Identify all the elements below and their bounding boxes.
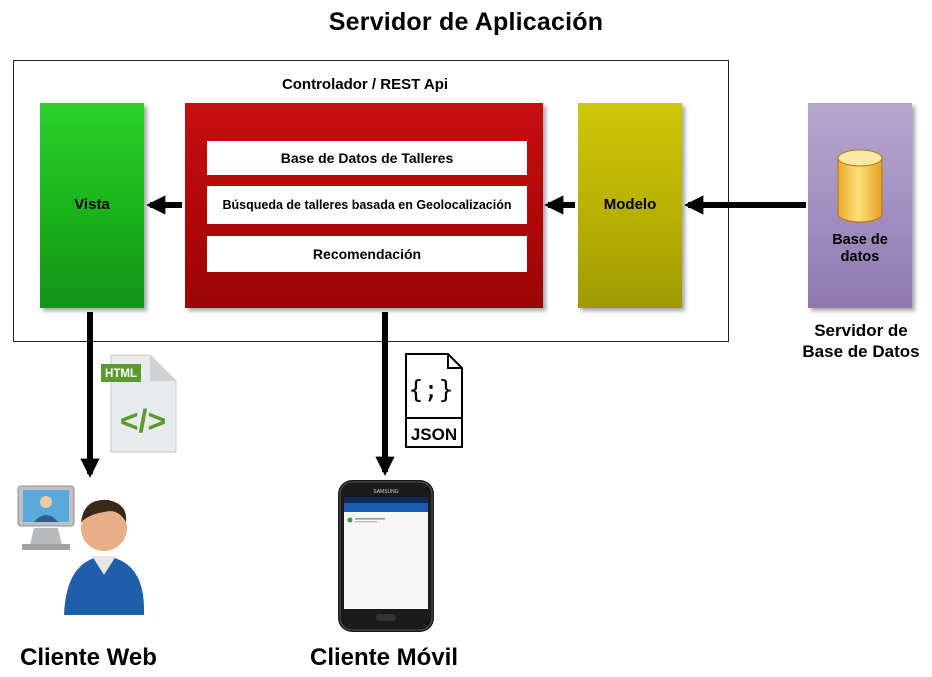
html-code-glyph: </>	[120, 403, 166, 439]
controller-item-recomendacion: Recomendación	[207, 236, 527, 272]
json-tag-text: JSON	[411, 425, 457, 444]
controller-item-talleres: Base de Datos de Talleres	[207, 141, 527, 175]
diagram-title: Servidor de Aplicación	[328, 8, 604, 36]
database-label-line2: datos	[840, 249, 880, 265]
modelo-block	[578, 103, 682, 308]
mobile-client-label: Cliente Móvil	[310, 644, 459, 671]
vista-label: Vista	[74, 196, 110, 213]
web-client-label: Cliente Web	[20, 644, 157, 671]
phone-brand-text: SAMSUNG	[373, 489, 398, 495]
modelo-label: Modelo	[603, 196, 657, 213]
database-server-label: Servidor de Base de Datos	[790, 320, 932, 362]
database-server-label-line1: Servidor de	[814, 321, 908, 340]
html-tag-text: HTML	[105, 368, 137, 380]
json-braces-glyph: {;}	[408, 375, 453, 404]
database-server-block	[808, 103, 912, 308]
controller-label: Controlador / REST Api	[281, 76, 449, 93]
database-label: Base de datos	[808, 232, 912, 266]
database-label-line1: Base de	[832, 232, 888, 248]
vista-block	[40, 103, 144, 308]
controller-item-busqueda: Búsqueda de talleres basada en Geolocali…	[207, 186, 527, 224]
database-server-label-line2: Base de Datos	[802, 342, 920, 361]
